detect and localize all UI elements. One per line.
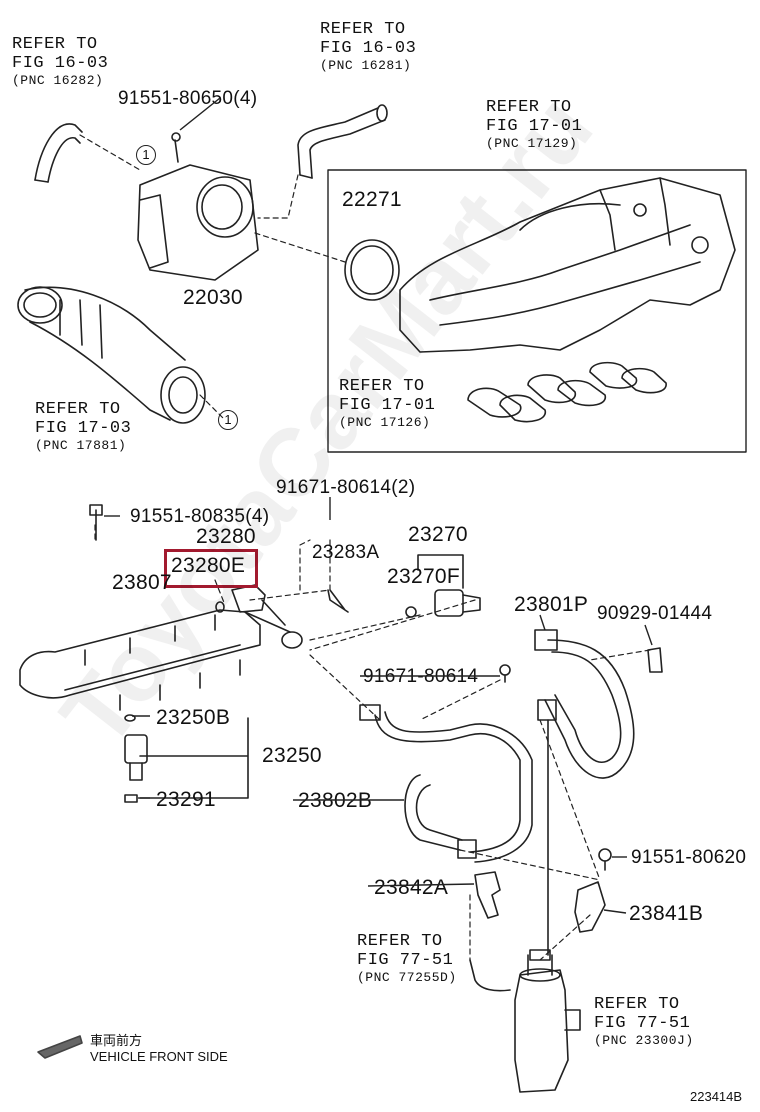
part-23841B[interactable]: 23841B [629,902,704,925]
bolt-91671 [499,664,511,683]
part-91551-80835[interactable]: 91551-80835(4) [130,506,270,527]
fuel-tube-23801P [534,629,635,956]
part-91551-80650[interactable]: 91551-80650(4) [118,88,258,109]
part-23807[interactable]: 23807 [112,571,172,594]
part-23250B[interactable]: 23250B [156,706,231,729]
injector [124,714,249,803]
hose-77255D [469,959,511,992]
front-jp-label: 車両前方 [90,1033,143,1048]
bracket-23841B [574,881,606,933]
front-arrow [37,1035,83,1059]
fuel-delivery-pipe [19,504,303,711]
highlight-23280E [164,549,258,588]
marker-1-a: 1 [136,145,156,165]
bolt-91551-80620 [598,848,612,871]
fuel-pump-assembly [514,949,581,1093]
part-23280[interactable]: 23280 [196,525,256,548]
intake-manifold [399,177,736,353]
part-23280E[interactable]: 23280E [171,554,246,577]
part-23291[interactable]: 23291 [156,788,216,811]
part-23250[interactable]: 23250 [262,744,322,767]
bracket-23842A [474,871,501,919]
diagram-id: 223414B [690,1089,743,1104]
part-23842A[interactable]: 23842A [374,876,449,899]
part-91671-80614-2[interactable]: 91671-80614(2) [276,477,416,498]
part-23801P[interactable]: 23801P [514,593,589,616]
part-23270F[interactable]: 23270F [387,565,461,588]
part-22030[interactable]: 22030 [183,286,243,309]
part-91551-80620[interactable]: 91551-80620 [631,847,747,868]
hose-16281 [297,104,388,179]
front-en-label: VEHICLE FRONT SIDE [90,1049,228,1064]
throttle-body [137,132,259,281]
part-23283A[interactable]: 23283A [312,542,380,563]
clamp-90929 [647,647,663,673]
part-23270[interactable]: 23270 [408,523,468,546]
part-90929-01444[interactable]: 90929-01444 [597,603,713,624]
air-duct [17,286,206,424]
intake-manifold-frame [327,169,747,453]
gasket-22271 [344,239,400,301]
hose-16282 [34,123,83,183]
leader-lines [79,134,651,961]
clip-23283A [327,589,349,613]
marker-1-b: 1 [218,410,238,430]
manifold-gasket [467,361,667,423]
pulsation-damper [405,554,481,618]
fuel-tube-23802B [359,704,533,863]
part-22271[interactable]: 22271 [342,188,402,211]
